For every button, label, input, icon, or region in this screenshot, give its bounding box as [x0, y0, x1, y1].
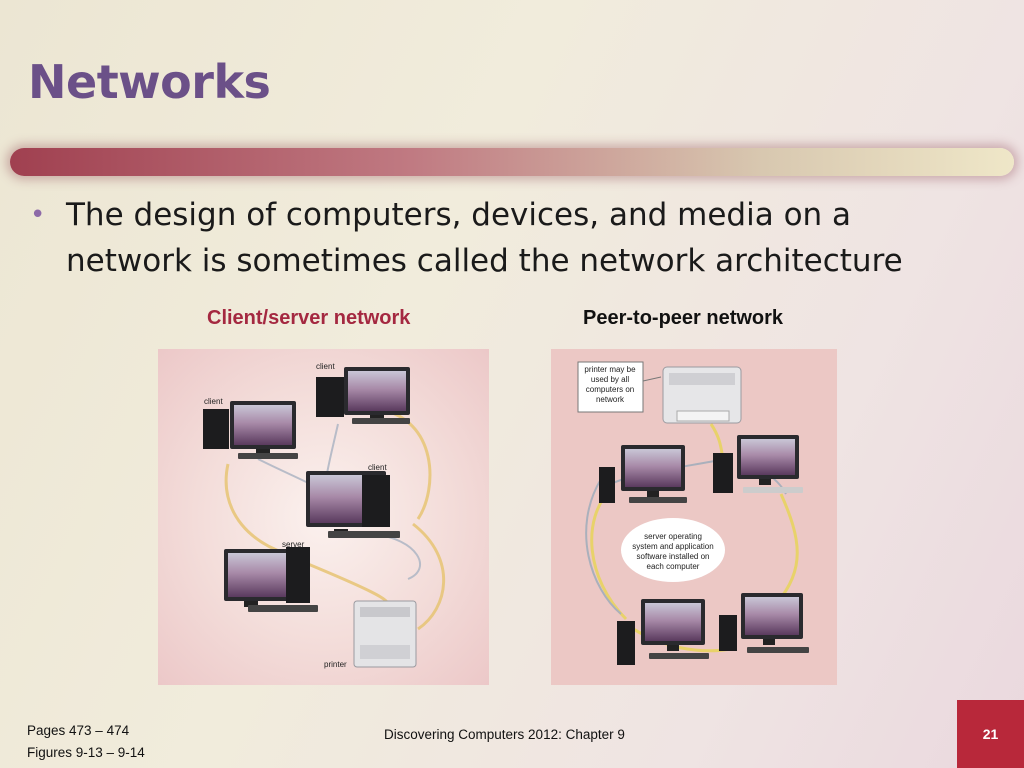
- label-server: server: [282, 540, 305, 549]
- client-top-computer: [316, 367, 410, 424]
- label-client-top: client: [316, 362, 335, 371]
- page-number: 21: [982, 726, 999, 742]
- p2p-computer-bottom-left: [617, 599, 709, 665]
- printer-callout: printer may be used by all computers on …: [577, 361, 662, 413]
- center-callout-line-3: software installed on: [637, 552, 710, 561]
- label-client-mid: client: [368, 463, 387, 472]
- bullet-text: The design of computers, devices, and me…: [66, 197, 903, 279]
- page-number-box: 21: [957, 700, 1024, 768]
- bullet-dot: •: [30, 200, 46, 230]
- p2p-printer: [662, 366, 742, 424]
- footer-figures-line: Figures 9-13 – 9-14: [27, 745, 145, 760]
- center-callout-line-4: each computer: [647, 562, 700, 571]
- footer-book-title: Discovering Computers 2012: Chapter 9: [384, 727, 625, 742]
- peer-to-peer-figure: printer may be used by all computers on …: [551, 349, 837, 685]
- printer-callout-line-2: used by all: [591, 375, 629, 384]
- printer-callout-line-1: printer may be: [584, 365, 636, 374]
- printer-callout-line-4: network: [596, 395, 625, 404]
- client-server-figure: client client client server: [158, 349, 489, 685]
- client-mid-computer: [306, 471, 400, 538]
- server-computer: [224, 547, 318, 612]
- title-underline-bar: [10, 148, 1014, 176]
- label-client-left: client: [204, 397, 223, 406]
- client-left-computer: [203, 401, 298, 459]
- center-callout: server operating system and application …: [621, 518, 725, 582]
- peer-to-peer-heading: Peer-to-peer network: [583, 307, 784, 329]
- client-server-heading: Client/server network: [207, 307, 411, 329]
- printer-callout-line-3: computers on: [586, 385, 634, 394]
- center-callout-line-2: system and application: [632, 542, 713, 551]
- p2p-computer-bottom-right: [719, 593, 809, 653]
- printer-device: [353, 600, 417, 668]
- footer-pages-line: Pages 473 – 474: [27, 723, 130, 738]
- label-printer: printer: [324, 660, 347, 669]
- p2p-computer-top-right: [713, 435, 803, 493]
- center-callout-line-1: server operating: [644, 532, 702, 541]
- p2p-computer-top-left: [599, 445, 687, 503]
- footer-pages: Pages 473 – 474 Figures 9-13 – 9-14: [27, 720, 145, 764]
- slide-title: Networks: [28, 55, 271, 109]
